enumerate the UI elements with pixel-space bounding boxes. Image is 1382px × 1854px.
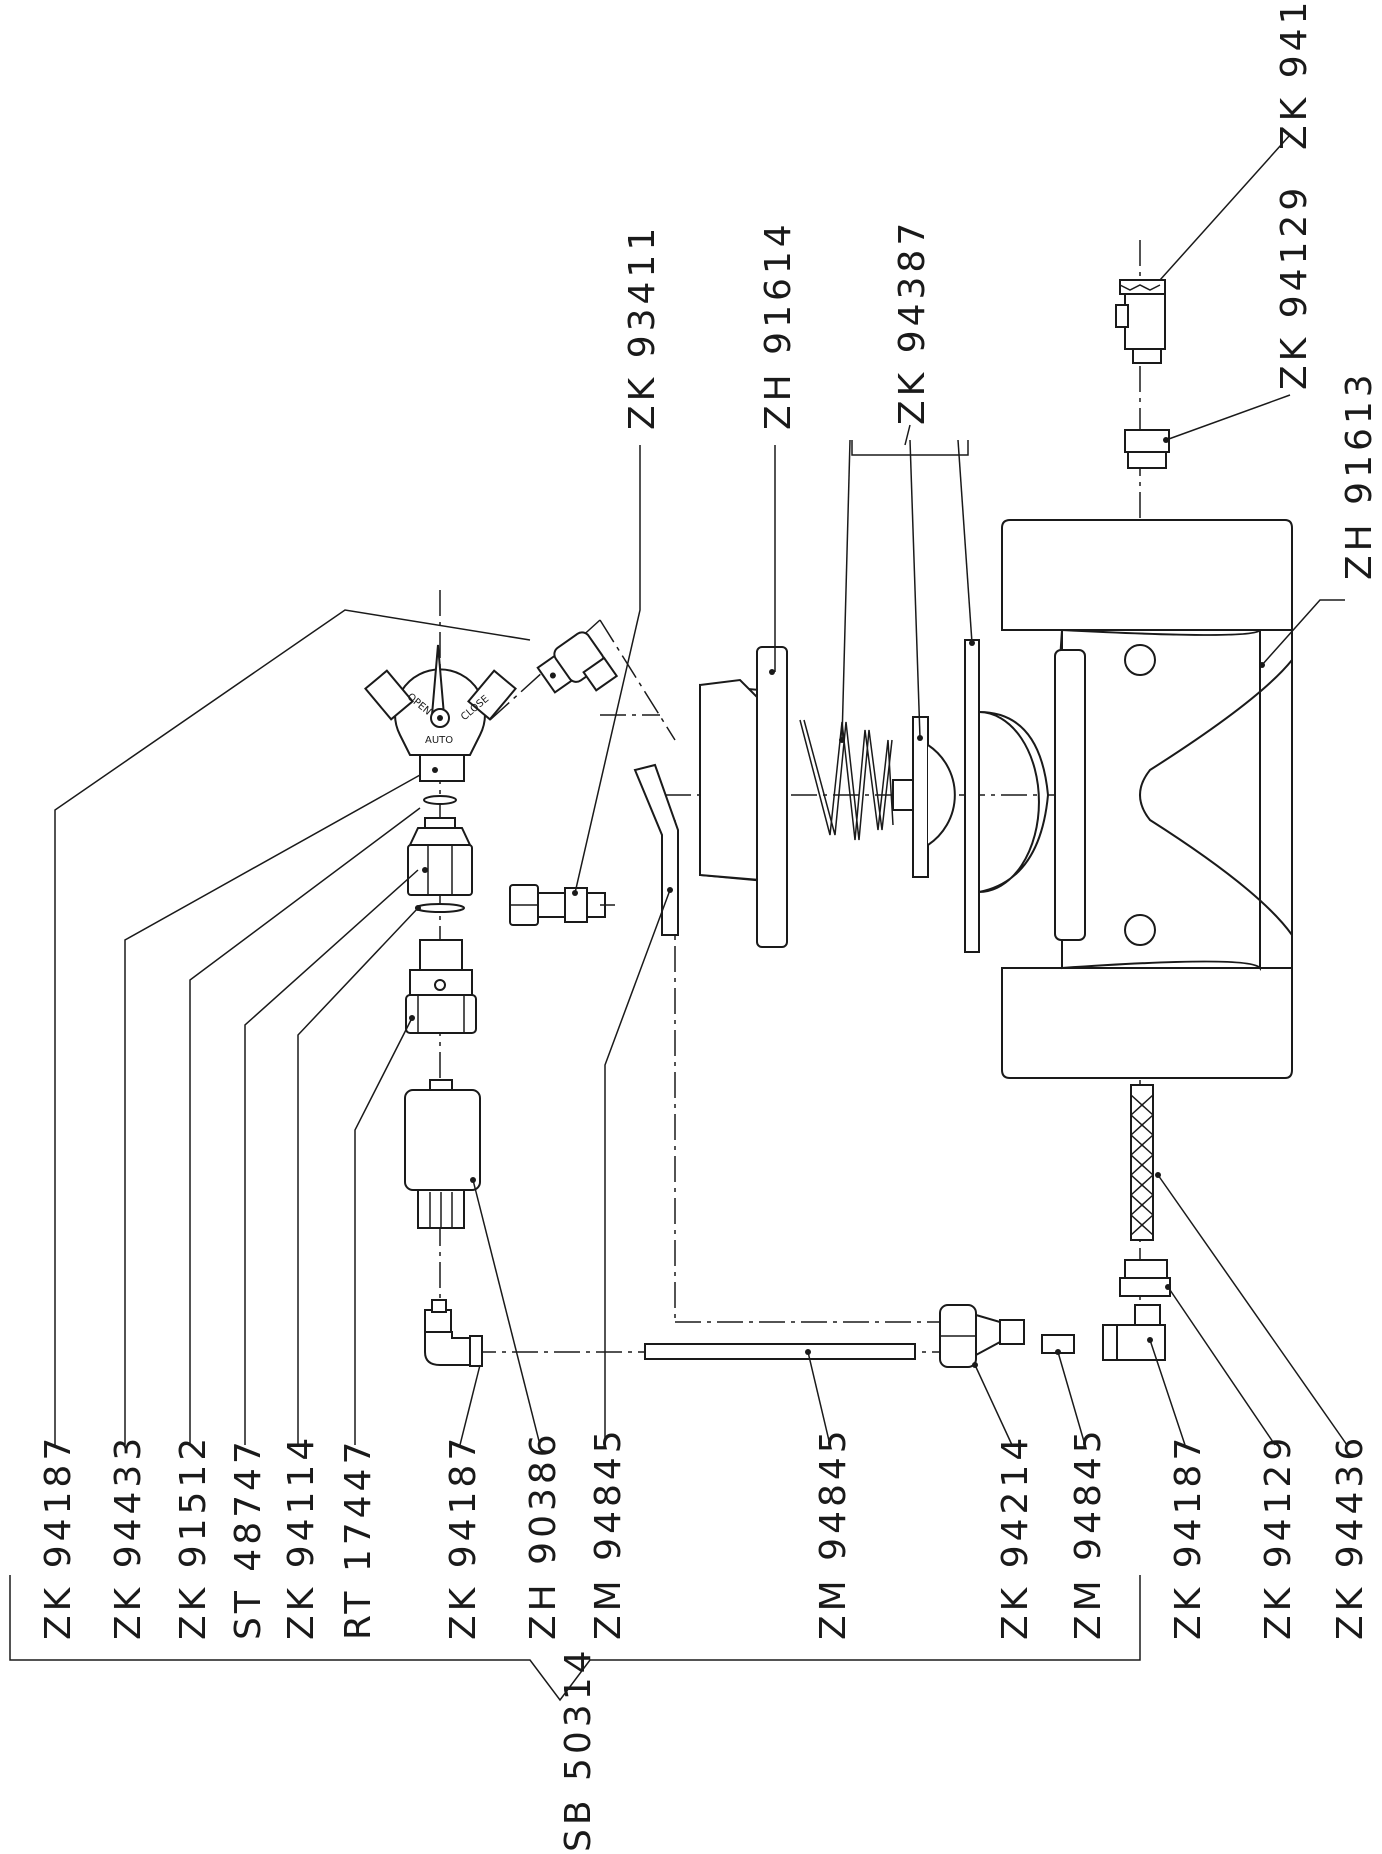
part-label: ZH 90386 — [523, 1430, 564, 1640]
manual-valve-head: OPEN CLOSE AUTO — [364, 644, 517, 782]
part-label: ZK 94129 — [1258, 1434, 1299, 1640]
leader-lines — [54, 134, 1348, 1446]
valve-assembly: OPEN CLOSE AUTO — [364, 631, 619, 1367]
label-zh91614: ZH 91614 — [758, 220, 799, 430]
part-label: ZK 94187 — [38, 1434, 79, 1640]
assembly-brace — [9, 1575, 1141, 1702]
part-label: ZK 91512 — [173, 1434, 214, 1640]
label-zk93411: ZK 93411 — [622, 224, 663, 430]
part-label: ZK 94187 — [443, 1434, 484, 1640]
part-label: ZK 94187 — [1168, 1434, 1209, 1640]
knurled-fitting — [1115, 279, 1166, 364]
valve-body — [405, 939, 477, 1034]
t-joint — [939, 1304, 1025, 1368]
part-label: ST 48747 — [228, 1437, 269, 1640]
valve-auto-mark: AUTO — [425, 735, 453, 746]
label-zk94153: ZK 94153 — [1274, 0, 1315, 150]
label-sb50314: SB 50314 — [558, 1646, 599, 1852]
part-labels: ZK 94187 ZK 94433 ZK 91512 ST 48747 ZK 94114… — [38, 1426, 1371, 1640]
bolt — [509, 884, 615, 926]
label-zk94387: ZK 94387 — [892, 219, 933, 425]
part-label: ZM 94845 — [813, 1426, 854, 1640]
chamber-housing — [699, 646, 788, 948]
long-tube — [644, 1343, 916, 1360]
part-label: ZK 94114 — [281, 1434, 322, 1640]
part-label: ZK 94433 — [108, 1434, 149, 1640]
o-ring-upper — [423, 795, 457, 805]
elbow-fitting-right — [1102, 1304, 1166, 1361]
piston — [892, 716, 956, 878]
elbow-fitting-bottom — [424, 1299, 483, 1367]
seal-plate — [964, 639, 1050, 953]
bent-tube — [633, 763, 679, 936]
part-label: ZK 94436 — [1330, 1434, 1371, 1640]
hex-nut-top — [1124, 429, 1170, 469]
solenoid-coil — [404, 1079, 481, 1229]
part-label: ZM 94845 — [588, 1426, 629, 1640]
part-label: ZK 94214 — [995, 1434, 1036, 1640]
label-zk94129-top: ZK 94129 — [1274, 184, 1315, 390]
hex-nut-bottom — [1119, 1259, 1171, 1297]
hex-connector — [407, 817, 473, 896]
o-ring-lower — [415, 903, 465, 913]
part-label: ZM 94845 — [1068, 1426, 1109, 1640]
right-fittings — [1041, 279, 1171, 1361]
main-block — [1001, 519, 1293, 1079]
label-zh91613: ZH 91613 — [1339, 370, 1380, 580]
braided-hose — [1130, 1084, 1161, 1241]
elbow-fitting-top — [536, 631, 619, 694]
part-label: RT 17447 — [338, 1438, 379, 1640]
return-spring — [799, 719, 894, 841]
